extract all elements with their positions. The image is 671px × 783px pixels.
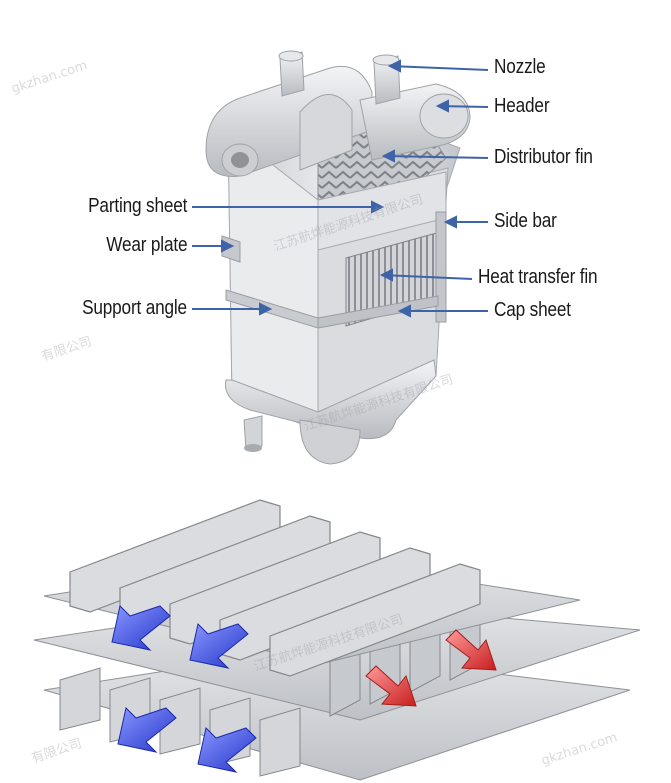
exchanger-block [205,50,471,465]
fin-row-top [69,499,481,677]
cold-flow-arrows [111,605,257,773]
leader-lines [192,59,489,318]
side-bar-part [435,211,447,323]
label-header: Header [494,95,550,117]
label-heat-transfer-fin: Heat transfer fin [478,266,598,288]
hot-arrow-1 [365,665,417,707]
hot-arrow-2 [445,629,497,671]
label-support-angle: Support angle [82,297,187,319]
label-distributor-fin: Distributor fin [494,146,593,168]
label-cap-sheet: Cap sheet [494,299,571,321]
cold-arrow-4 [197,727,257,773]
cold-arrow-3 [117,707,177,753]
cold-arrow-1 [111,605,171,651]
cold-arrow-2 [189,623,249,669]
label-parting-sheet: Parting sheet [87,195,187,217]
plate-fin-stack [33,499,641,781]
hot-flow-arrows [365,629,497,707]
label-side-bar: Side bar [494,210,557,232]
label-wear-plate: Wear plate [105,234,187,256]
label-nozzle: Nozzle [494,56,546,78]
